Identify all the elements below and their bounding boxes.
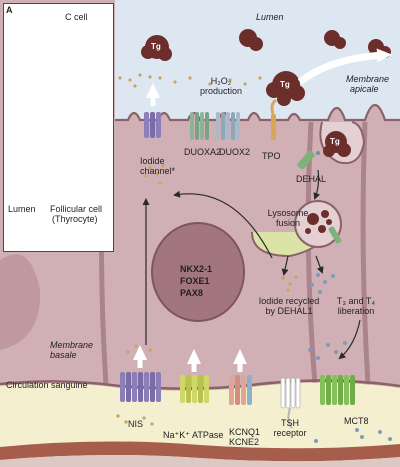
t3t4-label-1: T₃ and T₄: [336, 296, 376, 306]
colloid-blob-3: [324, 30, 346, 49]
iodide-recycled-label-2: by DEHAL1: [265, 306, 313, 316]
h2o2-label-2: production: [199, 86, 243, 96]
gene-nkx2-1: NKX2-1: [180, 264, 213, 274]
lysosome-fusion: [251, 200, 342, 258]
tpo-protein: [270, 98, 277, 140]
duox2-label: DUOX2: [219, 147, 251, 157]
gene-pax8: PAX8: [180, 288, 203, 298]
tg-label-2: Tg: [280, 80, 290, 89]
nis-label: NIS: [128, 419, 144, 429]
iodide-channel-label-2: channel*: [140, 166, 176, 176]
arrow-dehal-to-lysosome: [313, 169, 321, 200]
iodide-channel-label-1: Iodide: [140, 156, 165, 166]
arrow-to-t3t4: [315, 255, 324, 274]
arrow-recycle-to-apical: [173, 190, 273, 259]
t3t4-label-2: liberation: [337, 306, 375, 316]
membrane-apical-label-1: Membrane: [346, 74, 390, 84]
panel-label-a: A: [6, 5, 13, 15]
tsh-receptor-label-2: receptor: [273, 428, 307, 438]
c-cell-label: C cell: [65, 12, 88, 22]
colloid-blob-2: [239, 29, 263, 51]
lysosome-label-2: fusion: [275, 218, 301, 228]
gene-foxe1: FOXE1: [180, 276, 210, 286]
iodide-recycled-label-1: Iodide recycled: [258, 296, 320, 306]
tsh-receptor: [280, 377, 301, 429]
blood-vessel-wall: [0, 441, 400, 462]
tg-label-3: Tg: [330, 137, 340, 146]
follicular-cell-label: Follicular cell: [50, 204, 103, 214]
h2o2-label-1: H₂O₂: [210, 76, 232, 86]
dehal-protein: [297, 150, 320, 170]
tsh-receptor-label-1: TSH: [281, 418, 299, 428]
iodide-particles-apical: [118, 73, 262, 185]
kcne2-label: KCNE2: [229, 437, 260, 447]
tpo-label: TPO: [262, 151, 281, 161]
duox2-protein: [216, 112, 240, 140]
kcnq1-label: KCNQ1: [229, 427, 261, 437]
lumen-label: Lumen: [256, 12, 284, 22]
lateral-membrane-right: [360, 121, 371, 386]
mct8-label: MCT8: [344, 416, 369, 426]
secretion-arrow: [297, 48, 392, 85]
membrane-basale-label-1: Membrane: [50, 340, 94, 350]
arrow-to-recycle: [281, 255, 289, 276]
lysosome-label-1: Lysosome: [267, 208, 309, 218]
blood-vessel-lumen: [0, 454, 400, 467]
colloid-tg-2: [266, 71, 305, 106]
na-k-atpase: [180, 349, 209, 403]
colloid-tg-1: [141, 35, 172, 61]
iodide-particles-recycled: [281, 275, 298, 292]
hormone-particles: [308, 273, 392, 443]
endocytic-vesicle: [319, 121, 366, 164]
iodide-channel-protein: [144, 83, 161, 138]
inset-lumen-label: Lumen: [8, 204, 36, 214]
tg-label-1: Tg: [151, 42, 161, 51]
membrane-basale-label-2: basale: [50, 350, 77, 360]
mct8-transporter: [320, 375, 355, 405]
kcnq1-kcne2-channel: [229, 349, 252, 405]
iodide-particles-basal: [116, 344, 154, 426]
duoxa2-protein: [190, 112, 209, 140]
inset-panel-a: [3, 3, 114, 252]
thyrocyte-label: (Thyrocyte): [52, 214, 98, 224]
nucleus: [151, 222, 245, 322]
circulation-label: Circulation sanguine: [6, 380, 88, 390]
atpase-label: Na⁺K⁺ ATPase: [163, 430, 224, 440]
dehal-label: DEHAL: [296, 174, 327, 184]
nis-transporter: [120, 345, 161, 402]
left-cell-nucleus: [0, 254, 41, 350]
arrow-to-mct8: [338, 319, 361, 360]
duoxa2-label: DUOXA2: [184, 147, 222, 157]
membrane-apical-label-2: apicale: [350, 84, 379, 94]
